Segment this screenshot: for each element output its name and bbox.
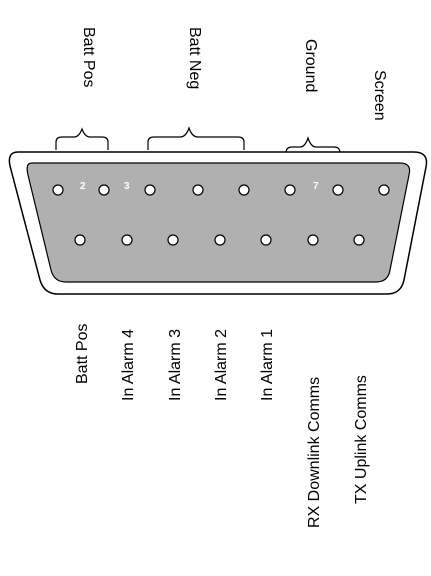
label-in-alarm-4: In Alarm 4 [120, 329, 137, 401]
pin-15 [354, 235, 364, 245]
label-in-alarm-3: In Alarm 3 [167, 329, 184, 401]
pin-13 [261, 235, 271, 245]
pin-1 [53, 185, 63, 195]
pin-6 [285, 185, 295, 195]
pin-8 [379, 185, 389, 195]
label-in-alarm-2: In Alarm 2 [213, 329, 230, 401]
pin-number-2: 2 [80, 181, 86, 192]
pin-12 [215, 235, 225, 245]
pin-number-3: 3 [124, 181, 130, 192]
pin-5 [239, 185, 249, 195]
pin-11 [168, 235, 178, 245]
label-batt-pos-bottom: Batt Pos [74, 324, 91, 384]
label-screen-top: Screen [371, 70, 388, 121]
pin-7 [333, 185, 343, 195]
label-ground-top: Ground [302, 39, 319, 92]
pin-3 [145, 185, 155, 195]
label-in-alarm-1: In Alarm 1 [259, 329, 276, 401]
label-tx-uplink-comms: TX Uplink Comms [353, 375, 370, 504]
pin-2 [99, 185, 109, 195]
pin-4 [193, 185, 203, 195]
label-rx-downlink-comms: RX Downlink Comms [306, 377, 323, 528]
label-batt-neg-top: Batt Neg [186, 27, 203, 89]
brace-batt-pos [56, 129, 108, 150]
pin-10 [122, 235, 132, 245]
label-batt-pos-top: Batt Pos [80, 27, 97, 87]
pin-14 [308, 235, 318, 245]
pin-9 [75, 235, 85, 245]
brace-batt-neg [148, 128, 244, 150]
pin-number-7: 7 [313, 181, 319, 192]
